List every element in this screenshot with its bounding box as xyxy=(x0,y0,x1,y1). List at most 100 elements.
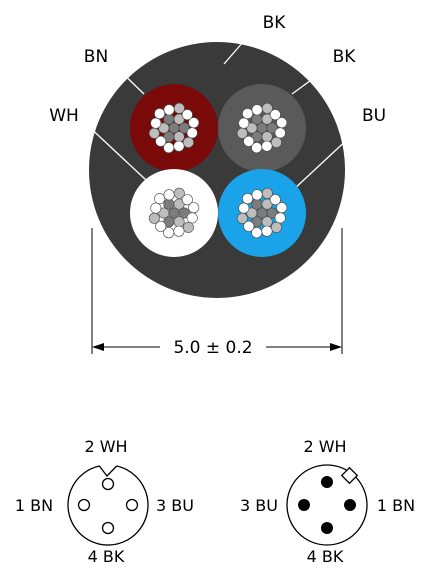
connector-female-face: 2 WH 1 BN 3 BU 4 BK xyxy=(15,437,194,566)
arrowhead-right xyxy=(330,343,342,351)
core-3-strand xyxy=(251,189,263,201)
core-1-strand xyxy=(246,122,258,134)
core-1-strand xyxy=(236,127,248,139)
core-3-strand xyxy=(276,202,288,214)
core-1-strand xyxy=(261,131,273,143)
core-2-strand xyxy=(173,216,185,228)
core-blue xyxy=(218,169,306,257)
pin-4 xyxy=(321,522,333,534)
core-1-strand xyxy=(270,136,282,148)
dimension-label: 5.0 ± 0.2 xyxy=(173,338,252,358)
female-pin-label-3: 3 BU xyxy=(156,496,194,515)
core-3-strand xyxy=(242,193,254,205)
male-pin-label-2: 2 WH xyxy=(303,437,346,456)
cable-cross-section: BK BN BK WH BU xyxy=(49,13,386,298)
core-2-strand xyxy=(150,202,162,214)
core-0-strand xyxy=(148,127,160,139)
core-1-strand xyxy=(266,122,278,134)
core-0-strand xyxy=(173,102,185,114)
label-core-bk: BK xyxy=(333,47,357,67)
core-3-strand xyxy=(238,202,250,214)
core-0-strand xyxy=(150,117,162,129)
label-core-wh: WH xyxy=(49,106,79,126)
core-2-strand xyxy=(163,198,175,210)
core-2-strand xyxy=(188,202,200,214)
core-0-strand xyxy=(163,142,175,154)
pin-socket-2 xyxy=(101,477,115,491)
diameter-dimension: 5.0 ± 0.2 xyxy=(91,228,343,358)
core-1-strand xyxy=(251,104,263,116)
core-0-strand xyxy=(163,104,175,116)
pin-2 xyxy=(321,476,333,488)
core-1-strand xyxy=(251,113,263,125)
leader-bu xyxy=(292,122,366,191)
leader-bk xyxy=(291,63,334,95)
core-2-strand xyxy=(182,221,194,233)
female-pin-label-2: 2 WH xyxy=(84,437,127,456)
core-0-strand xyxy=(182,136,194,148)
core-0-strand xyxy=(186,127,198,139)
male-pin-label-1: 1 BN xyxy=(377,496,415,515)
arrowhead-left xyxy=(92,343,104,351)
core-2-strand xyxy=(178,207,190,219)
pin-socket-4 xyxy=(101,521,115,535)
core-3-strand xyxy=(266,207,278,219)
core-3-strand xyxy=(251,198,263,210)
leader-wh xyxy=(84,122,147,181)
core-brown xyxy=(130,84,218,172)
core-1-strand xyxy=(261,102,273,114)
connector-female-outline xyxy=(67,465,149,546)
core-1-strand xyxy=(269,109,281,121)
pin-socket-3 xyxy=(125,498,139,512)
core-3-strand xyxy=(261,187,273,199)
male-pin-label-3: 3 BU xyxy=(240,496,278,515)
leader-bn xyxy=(112,63,145,95)
core-1-strand xyxy=(276,117,288,129)
label-core-bu: BU xyxy=(362,106,386,126)
core-black xyxy=(218,84,306,172)
cable-jacket xyxy=(89,42,345,298)
core-0-strand xyxy=(181,109,193,121)
label-core-bn: BN xyxy=(84,47,108,67)
label-jacket: BK xyxy=(263,13,287,33)
core-0-strand xyxy=(154,108,166,120)
core-3-strand xyxy=(251,227,263,239)
core-0-strand xyxy=(178,122,190,134)
core-3-strand xyxy=(270,221,282,233)
core-3-strand xyxy=(243,220,255,232)
core-1-strand xyxy=(242,108,254,120)
core-1-strand xyxy=(274,127,286,139)
core-3-strand xyxy=(246,207,258,219)
core-0-strand xyxy=(163,113,175,125)
core-2-strand xyxy=(154,193,166,205)
female-pin-label-4: 4 BK xyxy=(88,547,125,566)
core-0-strand xyxy=(158,122,170,134)
core-1-strand xyxy=(261,140,273,152)
male-pin-label-4: 4 BK xyxy=(307,547,344,566)
pin-3 xyxy=(298,499,310,511)
connector-male-face: 2 WH 3 BU 1 BN 4 BK xyxy=(240,437,415,566)
core-2-strand xyxy=(155,220,167,232)
core-0-strand xyxy=(155,135,167,147)
core-0-strand xyxy=(173,131,185,143)
core-0-strand xyxy=(188,117,200,129)
core-1-strand xyxy=(238,117,250,129)
core-2-strand xyxy=(173,187,185,199)
core-3-strand xyxy=(269,194,281,206)
core-2-strand xyxy=(148,212,160,224)
core-2-strand xyxy=(163,189,175,201)
core-3-strand xyxy=(274,212,286,224)
core-3-strand xyxy=(261,225,273,237)
core-3-strand xyxy=(261,216,273,228)
core-2-strand xyxy=(181,194,193,206)
female-pin-label-1: 1 BN xyxy=(15,496,53,515)
leader-lines xyxy=(84,33,366,191)
core-3-strand xyxy=(236,212,248,224)
core-2-strand xyxy=(163,227,175,239)
core-2-strand xyxy=(186,212,198,224)
core-1-strand xyxy=(251,142,263,154)
connector-male-key xyxy=(340,466,359,485)
leader-jacket xyxy=(223,33,251,65)
connector-male-outline xyxy=(286,464,368,546)
